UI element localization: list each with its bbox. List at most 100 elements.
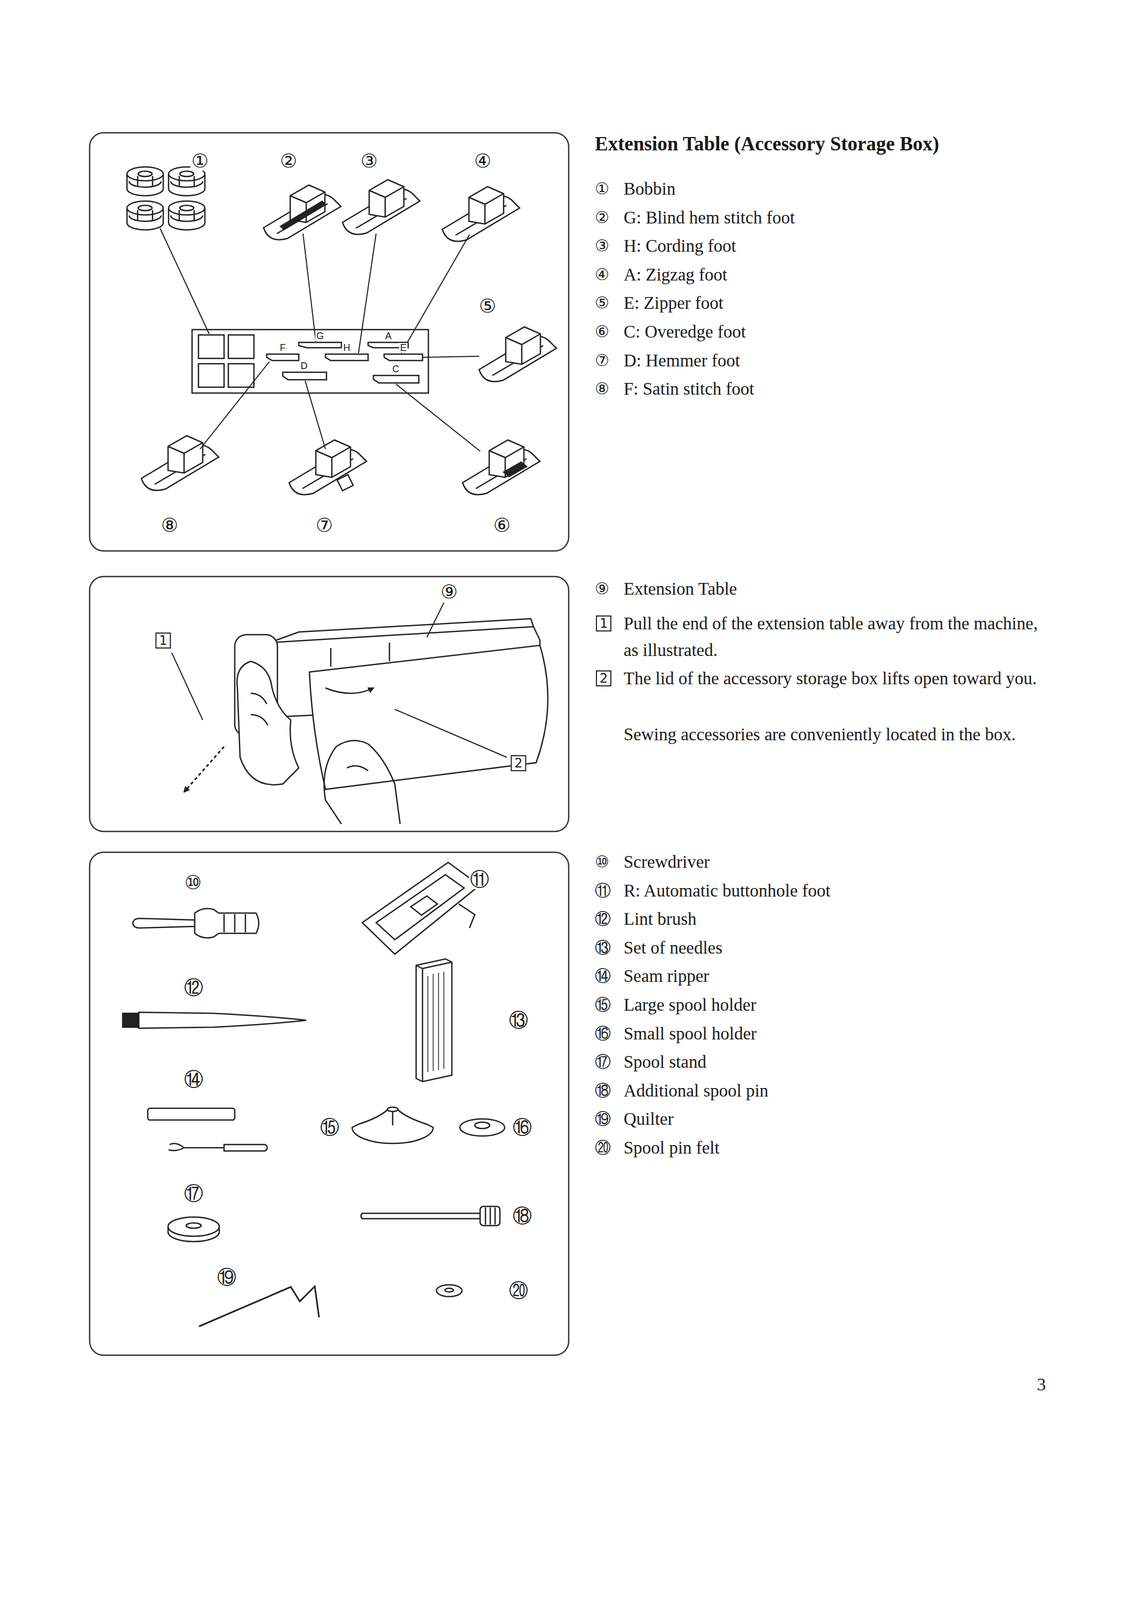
extension-table-drawing — [330, 642, 390, 667]
callout-number: ② — [279, 151, 299, 171]
list-number: ⑲ — [594, 1111, 611, 1128]
item-name: C: Overedge foot — [623, 322, 746, 342]
list-number: ⑬ — [594, 940, 611, 957]
item-name: Spool pin felt — [623, 1138, 720, 1158]
seam-ripper-drawing — [147, 1108, 268, 1152]
buttonhole-foot-drawing — [410, 896, 438, 916]
callout-number: ⑧ — [160, 515, 180, 536]
presser-foot-drawing — [442, 186, 520, 242]
needle-pack-drawing — [427, 972, 444, 1073]
item-name: Quilter — [623, 1109, 674, 1129]
item-name: D: Hemmer foot — [623, 350, 740, 370]
extension-table-drawing — [269, 618, 534, 643]
item-name: Small spool holder — [623, 1023, 757, 1043]
callout-number: ⑳ — [507, 1281, 530, 1301]
list-number: ⑩ — [594, 854, 610, 871]
panel-frame — [89, 576, 569, 832]
step-text: Pull the end of the extension table away… — [623, 610, 1056, 664]
buttonhole-foot-drawing — [458, 904, 475, 929]
item-name: Additional spool pin — [623, 1081, 769, 1101]
callout-number: ⑮ — [319, 1118, 341, 1138]
spool-stand-drawing — [168, 1217, 220, 1237]
screwdriver-drawing — [224, 914, 246, 933]
seam-ripper-drawing — [184, 1147, 225, 1150]
step-number: 1 — [595, 615, 612, 632]
spool-pin-drawing — [485, 1207, 496, 1225]
item-name: Bobbin — [623, 179, 676, 199]
spool-holder-drawing — [352, 1109, 434, 1144]
spool-holder-drawing — [474, 1122, 490, 1129]
spool-pin-drawing — [480, 1206, 500, 1226]
item-name: H: Cording foot — [623, 236, 737, 256]
bobbin-drawing — [168, 166, 205, 196]
spool-pin-drawing — [361, 1206, 501, 1226]
callout-number: ⑥ — [492, 515, 512, 536]
callout-number: ⑤ — [478, 296, 498, 316]
presser-foot-drawing — [289, 440, 367, 496]
presser-foot-drawing — [141, 179, 557, 496]
storage-tray — [298, 342, 342, 348]
storage-tray — [198, 363, 225, 388]
spool-pin-felt-drawing — [436, 1285, 463, 1297]
leader-line — [305, 380, 326, 450]
list-number: ② — [594, 209, 610, 226]
step-number: 2 — [595, 670, 612, 687]
spool-pin-drawing — [361, 1213, 481, 1220]
bobbin-drawing — [168, 201, 205, 230]
pull-arrow — [184, 746, 225, 793]
list-number: ⑭ — [594, 968, 611, 985]
bobbin-drawing — [126, 166, 205, 230]
list-number: ⑳ — [594, 1140, 611, 1157]
list-number: ④ — [594, 266, 610, 283]
list-number: ③ — [594, 237, 610, 254]
section-title: Extension Table (Accessory Storage Box) — [594, 133, 939, 156]
lint-brush-drawing — [138, 1012, 307, 1029]
hemmer-scroll — [337, 474, 354, 491]
callout-number: ⑱ — [511, 1206, 533, 1226]
storage-tray — [228, 335, 254, 359]
foot-letter: C — [391, 364, 401, 374]
buttonhole-foot-drawing — [376, 874, 465, 941]
needle-pack-drawing — [416, 962, 452, 1082]
bobbin-drawing — [126, 201, 164, 230]
foot-letter: G — [315, 331, 325, 341]
hand-drawing — [236, 661, 401, 825]
spool-holder-drawing — [352, 1107, 505, 1144]
leader-line — [303, 233, 316, 342]
leader-line — [394, 709, 507, 758]
panel-frame — [89, 132, 569, 1356]
buttonhole-foot-drawing — [362, 862, 480, 955]
item-name: Screwdriver — [623, 852, 710, 872]
hand-drawing — [250, 693, 268, 726]
callout-number: ⑬ — [507, 1010, 530, 1031]
foot-letter: E — [399, 343, 408, 353]
callout-number: ⑭ — [182, 1070, 205, 1090]
callout-number: ③ — [359, 151, 379, 171]
lint-brush-drawing — [122, 1012, 307, 1029]
spool-stand-drawing — [186, 1223, 202, 1229]
screwdriver-drawing — [132, 918, 195, 929]
callout-number: ⑯ — [511, 1118, 533, 1138]
hand-drawing — [236, 661, 299, 785]
item-name: R: Automatic buttonhole foot — [623, 880, 831, 900]
spool-pin-felt-drawing — [436, 1285, 463, 1297]
storage-tray — [198, 335, 225, 359]
callout-number: ⑰ — [182, 1184, 205, 1204]
item-name: Seam ripper — [623, 966, 710, 986]
screwdriver-drawing — [194, 909, 259, 939]
hand-drawing — [324, 741, 401, 825]
leader-line — [200, 361, 270, 450]
callout-number: ⑪ — [468, 870, 491, 890]
storage-tray — [266, 354, 299, 361]
extension-table-drawing — [325, 688, 374, 694]
leader-line — [401, 234, 470, 354]
callout-number: ⑦ — [314, 515, 334, 536]
foot-letter: A — [384, 331, 393, 341]
page-number: 3 — [1037, 1375, 1047, 1395]
item-name: Set of needles — [623, 938, 723, 958]
callout-number: ⑲ — [216, 1268, 238, 1288]
item-name: Large spool holder — [623, 995, 757, 1015]
storage-tray — [192, 329, 429, 394]
storage-tray — [384, 354, 423, 361]
